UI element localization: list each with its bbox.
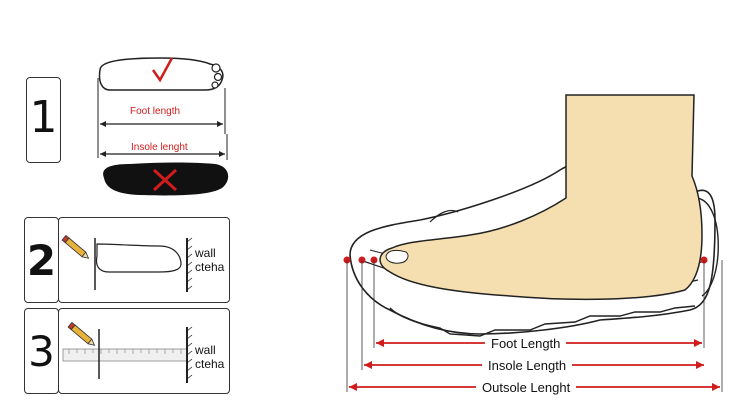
cross-icon [152, 168, 178, 192]
tread [389, 305, 696, 337]
step-2-foot-outline [95, 243, 182, 273]
step-3-number: 3 [28, 327, 55, 376]
step-3-wall-label-2: cteha [195, 357, 225, 371]
step-2-wall-label: wall [195, 246, 216, 260]
pencil-icon [61, 234, 90, 259]
step-1-number: 1 [29, 92, 58, 143]
step-2-number-box: 2 [24, 217, 59, 303]
foot-shape [379, 94, 703, 301]
step-2-panel: wall cteha [58, 217, 230, 303]
foot-length-measure-label: Foot Length [485, 336, 567, 351]
step-1-foot-outline [98, 57, 224, 91]
pencil-icon [67, 321, 96, 346]
step-1-number-box: 1 [26, 77, 61, 163]
step-2-illustration [61, 234, 193, 292]
step-1-illustration [97, 57, 229, 196]
insole-length-measure-label: Insole Length [482, 358, 573, 373]
check-icon [151, 57, 174, 83]
step-2-wall-label-2: cteha [195, 260, 225, 274]
step-3-number-box: 3 [24, 308, 59, 394]
step-3-wall-label: wall [195, 343, 216, 357]
step-3-panel: wall cteha [58, 308, 230, 394]
step-3-illustration [62, 321, 193, 383]
shoe-foot-diagram [343, 94, 723, 392]
step-2-number: 2 [26, 236, 57, 285]
insole-length-label: Insole lenght [129, 142, 190, 153]
foot-length-label: Foot length [128, 106, 183, 117]
outsole-length-measure-label: Outsole Lenght [476, 380, 577, 395]
